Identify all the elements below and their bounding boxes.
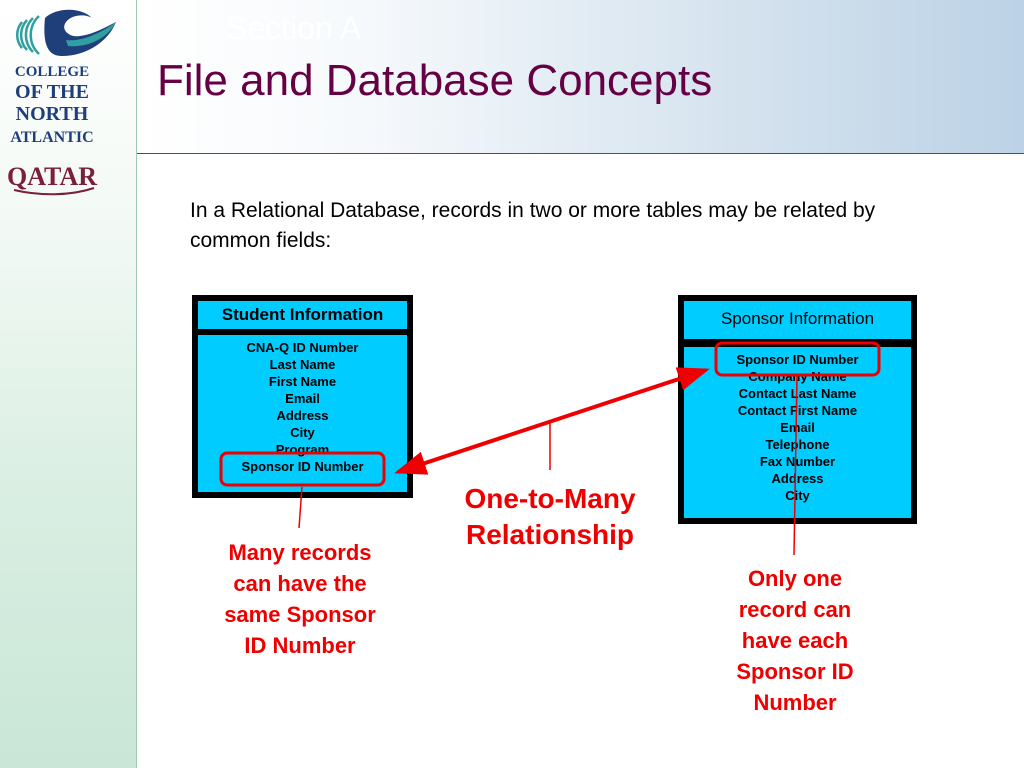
sponsor-table-title: Sponsor Information: [684, 301, 911, 339]
logo-line: ATLANTIC: [10, 129, 93, 146]
student-information-table: Student Information CNA-Q ID Number Last…: [192, 295, 413, 498]
field-item: City: [785, 488, 810, 503]
field-item: First Name: [268, 374, 337, 389]
field-item: Contact First Name: [737, 403, 858, 418]
header-band: [137, 0, 1024, 154]
highlight-primary-key: [714, 341, 881, 377]
field-item: Address: [771, 471, 824, 486]
field-item: Last Name: [269, 357, 336, 372]
field-item: Email: [285, 391, 320, 406]
student-table-fields: CNA-Q ID Number Last Name First Name Ema…: [198, 335, 407, 492]
one-record-note: Only one record can have each Sponsor ID…: [736, 566, 854, 715]
field-item: Sponsor ID Number: [241, 459, 364, 474]
header-divider: [137, 153, 1024, 154]
logo-line: OF THE: [15, 81, 89, 103]
relationship-label: One-to-Many Relationship: [464, 483, 636, 550]
relationship-arrow: [394, 367, 710, 475]
sponsor-information-table: Sponsor Information Sponsor ID Number Co…: [678, 295, 917, 524]
college-logo: COLLEGE OF THE NORTH ATLANTIC QATAR: [7, 9, 116, 196]
field-item: CNA-Q ID Number: [246, 340, 359, 355]
slide-title: File and Database Concepts: [157, 56, 713, 105]
logo-line: QATAR: [7, 162, 97, 191]
intro-text: In a Relational Database, records in two…: [190, 199, 876, 252]
section-label: Section A: [226, 10, 362, 46]
wave-emblem-icon: [15, 9, 116, 56]
field-item: Address: [276, 408, 329, 423]
logo-line: COLLEGE: [15, 64, 89, 80]
student-table-title: Student Information: [198, 301, 407, 329]
field-item: Email: [780, 420, 815, 435]
many-records-note: Many records can have the same Sponsor I…: [224, 540, 376, 658]
sidebar: [0, 0, 137, 768]
field-item: Telephone: [765, 437, 830, 452]
logo-swoosh: [13, 187, 95, 196]
leader-line-left: [298, 486, 303, 529]
field-item: Contact Last Name: [738, 386, 857, 401]
highlight-foreign-key: [219, 451, 386, 487]
field-item: City: [290, 425, 315, 440]
logo-line: NORTH: [16, 103, 89, 125]
field-item: Fax Number: [759, 454, 836, 469]
field-item: Sponsor ID Number: [736, 352, 859, 367]
leader-line-right: [793, 375, 798, 556]
